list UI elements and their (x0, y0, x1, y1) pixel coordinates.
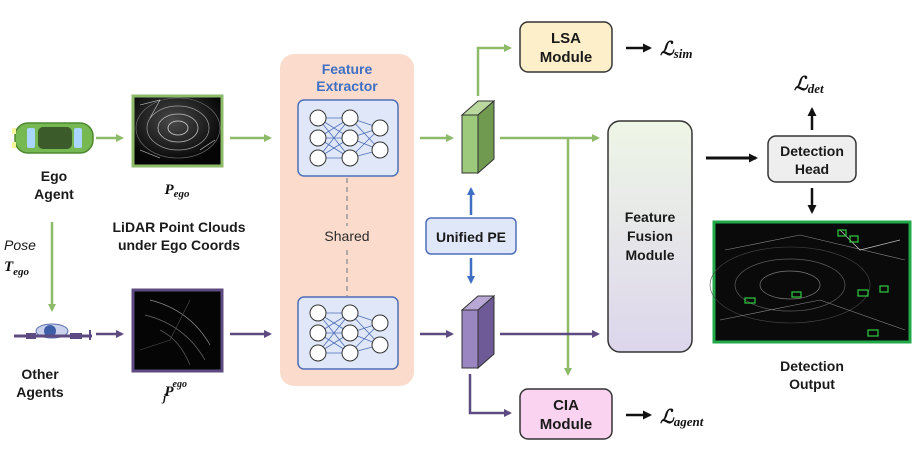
other-agents-label-line1: Other (21, 366, 59, 382)
lsa-module-label-line1: LSA (551, 30, 581, 47)
fusion-label-line3: Module (626, 247, 675, 263)
neural-network-icon-bottom (297, 296, 399, 370)
loss-sim-symbol: ℒsim (660, 39, 692, 61)
cia-module-box (519, 388, 613, 440)
ego-feature-block (460, 99, 496, 175)
fusion-label-line1: Feature (625, 209, 676, 225)
unified-pe-box (425, 217, 517, 255)
ego-car-icon (12, 122, 94, 154)
lsa-module-box (519, 21, 613, 73)
shared-label: Shared (324, 228, 369, 244)
feature-extractor-title-line1: Feature (322, 61, 373, 77)
feature-extractor-title-line2: Extractor (316, 78, 378, 94)
detection-output-label-line2: Output (789, 376, 835, 392)
pose-symbol: Tego (4, 259, 30, 278)
lidar-caption-line1: LiDAR Point Clouds (113, 219, 246, 235)
detection-head-label-line2: Head (795, 161, 829, 177)
other-agent-icon (14, 323, 92, 340)
detection-output-image (709, 220, 912, 344)
agent-feature-to-cia-arrow (468, 374, 512, 417)
loss-agent-symbol: ℒagent (660, 407, 704, 429)
agent-feature-block (460, 294, 496, 370)
pose-label: Pose (4, 237, 36, 253)
fusion-label-line2: Fusion (627, 228, 673, 244)
loss-det-symbol: ℒdet (794, 74, 824, 96)
cia-module-label-line2: Module (540, 416, 593, 433)
cia-module-label-line1: CIA (553, 397, 579, 414)
feature-to-lsa-arrow (476, 44, 512, 96)
ego-agent-label-line2: Agent (34, 186, 74, 202)
other-agents-label-line2: Agents (16, 384, 64, 400)
unified-pe-label: Unified PE (436, 229, 506, 245)
other-point-cloud-image (131, 288, 224, 373)
neural-network-icon-top (297, 99, 399, 177)
detection-output-label-line1: Detection (780, 358, 844, 374)
ego-point-cloud-image (131, 94, 224, 168)
feature-fusion-module-box (607, 120, 693, 353)
lidar-caption-line2: under Ego Coords (118, 237, 240, 253)
ego-agent-label-line1: Ego (41, 168, 67, 184)
ego-point-cloud-symbol: Pego (164, 182, 190, 200)
detection-head-box (767, 135, 857, 183)
lsa-module-label-line2: Module (540, 49, 593, 66)
detection-head-label-line1: Detection (780, 143, 844, 159)
